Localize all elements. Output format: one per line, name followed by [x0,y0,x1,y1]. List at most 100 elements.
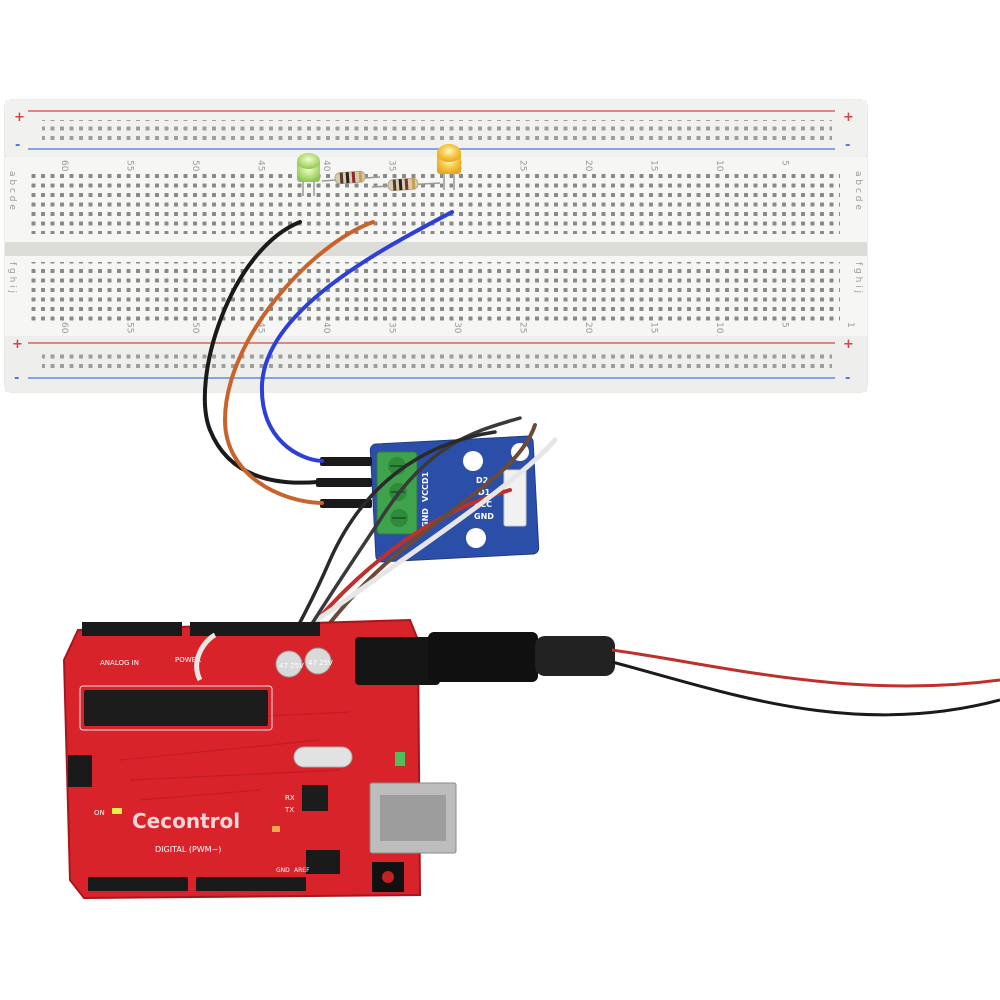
top-rail-minus: - [15,138,20,153]
column-number: 20 [583,322,593,334]
top-rail-plus-right: + [843,110,854,125]
dc-plug-strain-relief [535,636,615,676]
power-cable-red [611,648,1000,688]
column-number: 25 [518,322,528,333]
jumper-pin-orange [320,499,372,508]
reset-button[interactable] [382,871,394,883]
arduino-pcb [62,618,422,900]
top-rail-holes-1 [42,120,832,144]
upper-strip-holes [28,170,840,234]
white-wire-loop [194,632,217,682]
usb-connector-inner [380,795,446,841]
jumper-pin-black [316,478,372,487]
brand-text: Cecontrol [132,809,240,833]
top-rail-plus: + [14,110,25,125]
wire-black [202,220,320,485]
resistor-2 [371,177,441,192]
column-number: 60 [59,322,69,334]
wire-orange [222,220,375,505]
rows-top-right: a b c d e [853,171,863,210]
on-led [112,808,122,814]
usb-chip [302,785,328,811]
column-number: 20 [583,160,593,172]
icsp-header-right [306,850,340,874]
arduino-board: 47 25V 47 25V Cecontrol ANALOG IN POWER [62,618,1000,900]
capacitor-1: 47 25V [275,650,304,678]
chip-socket [79,685,273,731]
lower-strip-holes [28,262,840,324]
bottom-rail-minus-right: - [845,371,850,386]
column-number: 5 [780,322,790,328]
yellow-led [437,144,461,190]
components-on-breadboard [297,144,461,196]
aref-label: AREF [294,867,310,874]
green-power-led [395,752,405,766]
digital-label: DIGITAL (PWM~) [155,845,221,854]
column-number: 10 [714,322,724,334]
column-number: 15 [649,160,659,171]
svg-text:47 25V: 47 25V [279,662,304,670]
column-number: 1 [845,322,855,328]
pin-label-d2: D2 [476,476,488,485]
header-top-right [190,622,320,636]
column-number: 55 [125,160,135,171]
power-cable-black [611,660,1000,717]
module-mount-hole-1 [463,451,483,471]
rx-label: RX [285,794,295,802]
column-number: 40 [321,160,331,172]
header-bottom-left [88,877,188,891]
rows-bottom-right: f g h i j [853,262,863,293]
svg-text:47 25V: 47 25V [308,659,333,667]
bottom-rail-plus: + [12,337,23,352]
column-number: 45 [256,160,266,171]
screw-terminal [376,451,418,535]
terminal-label-vcc: VCC [421,484,430,502]
column-numbers-bottom: 60 55 50 45 40 35 30 25 20 15 10 5 1 [59,322,855,334]
column-number: 35 [387,160,397,171]
terminal-label-d1: D1 [421,471,430,484]
column-number: 35 [387,322,397,333]
tx-led [272,826,280,832]
led-driver-module: GND VCC D1 D2 D1 VCC GND [316,435,540,563]
jumper-pin-blue [320,457,372,466]
wire-blue [259,210,454,463]
header-bottom-right [196,877,306,891]
icsp-header-left [68,755,92,787]
column-number: 25 [518,160,528,171]
crystal-oscillator [293,746,353,768]
pin-label-gnd: GND [474,512,494,521]
column-number: 30 [452,322,462,334]
on-label: ON [94,809,105,817]
tx-label: TX [284,806,294,814]
module-mount-hole-3 [466,528,486,548]
bottom-rail-minus: - [14,371,19,386]
header-top-left [82,622,182,636]
capacitor-2: 47 25V [304,647,333,675]
gnd-label: GND [276,867,290,874]
analog-label: ANALOG IN [100,659,139,667]
rows-top-left: a b c d e [7,171,17,210]
power-label: POWER [175,656,201,664]
bottom-rail-plus-right: + [843,337,854,352]
bottom-rail-holes [42,350,832,372]
column-number: 50 [190,322,200,334]
atmega-chip [84,690,268,726]
terminal-label-gnd: GND [421,508,430,528]
center-channel [5,242,867,256]
dc-plug-barrel [428,632,538,682]
resistor-1 [321,170,381,185]
top-rail-minus-right: - [845,138,850,153]
pin-label-d1: D1 [478,488,491,497]
column-number: 5 [780,160,790,166]
column-number: 55 [125,322,135,333]
rows-bottom-left: f g h i j [7,262,17,293]
column-number: 45 [256,322,266,333]
column-number: 40 [321,322,331,334]
power-jack [355,637,440,685]
column-number: 15 [649,322,659,333]
column-number: 50 [190,160,200,172]
column-number: 10 [714,160,724,172]
green-led [297,153,320,196]
